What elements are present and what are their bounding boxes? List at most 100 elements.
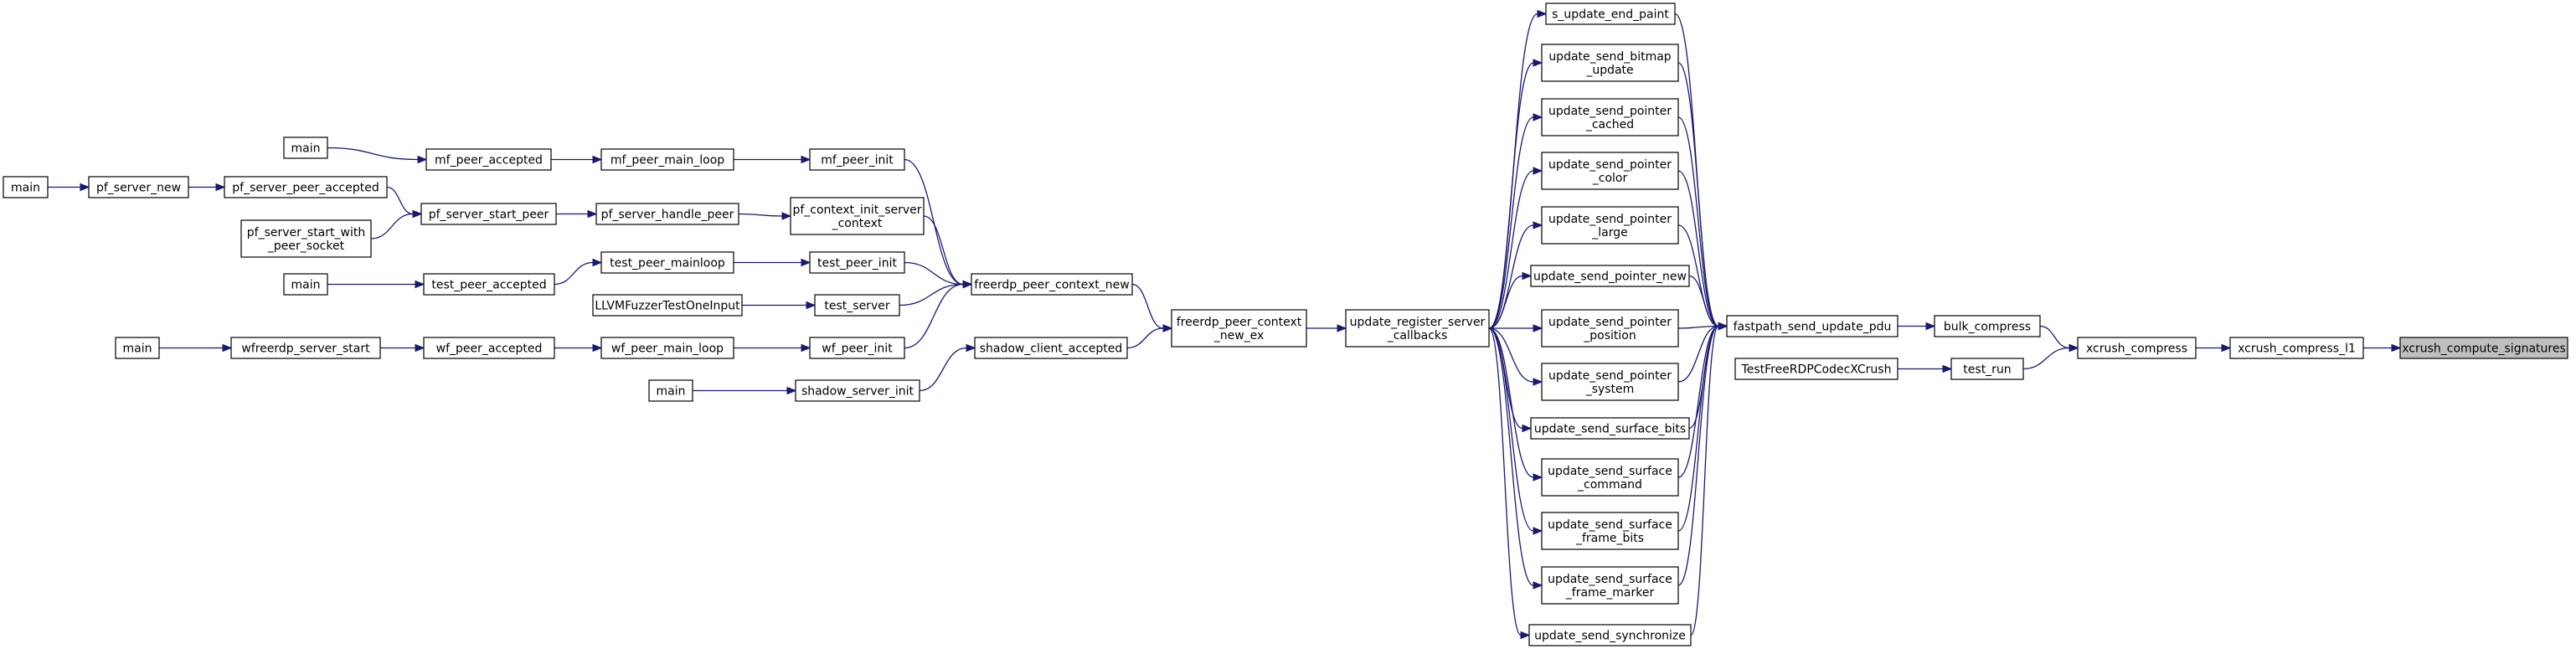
node-fpcne[interactable]: freerdp_peer_context_new_ex — [1171, 309, 1307, 348]
node-label: update_send_pointer — [1548, 316, 1672, 329]
arrowhead — [1533, 221, 1543, 229]
node-mfpa[interactable]: mf_peer_accepted — [425, 148, 552, 171]
node-ptrpos[interactable]: update_send_pointer_position — [1541, 309, 1679, 348]
node-xc[interactable]: xcrush_compress — [2077, 337, 2197, 359]
node-label: _update — [1585, 64, 1633, 77]
edge-line — [904, 261, 964, 286]
node-box — [1541, 206, 1679, 245]
edges-layer — [48, 9, 2402, 640]
node-surfcmd[interactable]: update_send_surface_command — [1541, 458, 1679, 497]
node-main_ssi[interactable]: main — [648, 379, 693, 402]
edge-line — [1690, 325, 1719, 636]
node-llvm[interactable]: LLVMFuzzerTestOneInput — [592, 294, 743, 317]
node-mfpi[interactable]: mf_peer_init — [809, 148, 905, 171]
node-tpi[interactable]: test_peer_init — [809, 251, 905, 274]
node-wfpml[interactable]: wf_peer_main_loop — [600, 337, 734, 359]
arrowhead — [1533, 113, 1543, 121]
node-ptrcolor[interactable]: update_send_pointer_color — [1541, 152, 1679, 190]
node-testrun[interactable]: test_run — [1950, 358, 2024, 380]
node-label: update_send_surface — [1548, 518, 1672, 532]
node-xcl1[interactable]: xcrush_compress_l1 — [2229, 337, 2364, 359]
node-label: test_run — [1963, 363, 2011, 377]
node-ptrcached[interactable]: update_send_pointer_cached — [1541, 98, 1679, 136]
node-box — [2399, 337, 2568, 359]
node-label: xcrush_compress — [2086, 342, 2187, 356]
node-label: update_send_synchronize — [1534, 630, 1686, 643]
node-box — [600, 251, 734, 274]
node-label: update_send_pointer — [1548, 213, 1672, 226]
nodes-layer: xcrush_compute_signatures xcrush_compress… — [3, 3, 2568, 646]
arrowhead — [1942, 364, 1953, 373]
arrowhead — [592, 258, 603, 267]
node-box — [240, 219, 372, 258]
node-pfcis[interactable]: pf_context_init_server_context — [790, 197, 925, 235]
edge-surffm-to-fp — [1677, 322, 1728, 586]
node-main_wf[interactable]: main — [115, 337, 160, 359]
node-label: update_send_surface — [1548, 573, 1672, 586]
node-label: update_send_pointer — [1548, 369, 1672, 383]
node-pfsn[interactable]: pf_server_new — [88, 176, 189, 198]
arrowhead — [1522, 424, 1533, 433]
node-box — [809, 251, 905, 274]
node-surfbits[interactable]: update_send_surface_bits — [1530, 417, 1690, 440]
edge-pfsn-to-pfspa — [188, 183, 226, 192]
node-box — [974, 337, 1128, 359]
node-testfree[interactable]: TestFreeRDPCodecXCrush — [1734, 358, 1899, 380]
node-label: _large — [1591, 226, 1627, 239]
node-main_pf[interactable]: main — [3, 176, 49, 198]
arrowhead — [1533, 581, 1543, 590]
node-fpcn[interactable]: freerdp_peer_context_new — [971, 273, 1133, 296]
node-label: _command — [1577, 478, 1642, 492]
edge-line — [738, 213, 783, 217]
node-ptrnew[interactable]: update_send_pointer_new — [1530, 265, 1690, 287]
node-urs[interactable]: update_register_server_callbacks — [1345, 309, 1490, 348]
node-label: update_send_surface — [1548, 465, 1672, 478]
node-sync[interactable]: update_send_synchronize — [1528, 624, 1692, 646]
node-bulk[interactable]: bulk_compress — [1934, 315, 2041, 337]
node-main_tp[interactable]: main — [283, 273, 328, 296]
node-surffb[interactable]: update_send_surface_frame_bits — [1541, 512, 1679, 550]
node-box — [1541, 309, 1679, 348]
arrowhead — [1520, 631, 1531, 640]
node-bitmap[interactable]: update_send_bitmap_update — [1541, 44, 1679, 82]
node-ssi[interactable]: shadow_server_init — [795, 379, 920, 402]
node-label: main — [657, 385, 686, 399]
node-pfssp[interactable]: pf_server_start_peer — [420, 203, 557, 225]
node-wfpi[interactable]: wf_peer_init — [809, 337, 905, 359]
node-box — [1345, 309, 1490, 348]
node-label: LLVMFuzzerTestOneInput — [595, 300, 740, 313]
arrowhead — [215, 183, 226, 192]
node-ptrsys[interactable]: update_send_pointer_system — [1541, 363, 1679, 401]
node-label: _frame_marker — [1565, 586, 1655, 600]
node-box — [600, 148, 734, 171]
arrowhead — [417, 155, 428, 164]
edge-xcl1-to-xcs — [2363, 343, 2402, 353]
edge-wfpa-to-wfpml — [554, 343, 603, 353]
edge-xc-to-xcl1 — [2196, 343, 2232, 353]
node-tpa[interactable]: test_peer_accepted — [423, 273, 555, 296]
node-box — [1541, 44, 1679, 82]
node-pfspa[interactable]: pf_server_peer_accepted — [224, 176, 388, 198]
edge-wfpi-to-fpcn — [904, 280, 973, 349]
arrowhead — [1925, 322, 1936, 331]
node-surffm[interactable]: update_send_surface_frame_marker — [1541, 566, 1679, 605]
node-xcs[interactable]: xcrush_compute_signatures — [2399, 337, 2568, 359]
node-pfsswps[interactable]: pf_server_start_with_peer_socket — [240, 219, 372, 258]
node-wfpa[interactable]: wf_peer_accepted — [423, 337, 555, 359]
node-pfshp[interactable]: pf_server_handle_peer — [595, 203, 739, 225]
node-endpaint[interactable]: s_update_end_paint — [1545, 3, 1676, 25]
node-ptrlarge[interactable]: update_send_pointer_large — [1541, 206, 1679, 245]
node-box — [2077, 337, 2197, 359]
edge-line — [370, 213, 414, 239]
node-mfpml[interactable]: mf_peer_main_loop — [600, 148, 734, 171]
node-main_mf[interactable]: main — [283, 136, 328, 159]
edge-line — [1131, 283, 1164, 329]
arrowhead — [412, 209, 423, 219]
node-tpml[interactable]: test_peer_mainloop — [600, 251, 734, 274]
node-fp[interactable]: fastpath_send_update_pdu — [1726, 315, 1899, 337]
node-wfss[interactable]: wfreerdp_server_start — [230, 337, 381, 359]
edge-line — [1677, 116, 1719, 327]
node-sca[interactable]: shadow_client_accepted — [974, 337, 1128, 359]
node-label: mf_peer_main_loop — [611, 154, 724, 167]
node-tserver[interactable]: test_server — [814, 294, 900, 317]
